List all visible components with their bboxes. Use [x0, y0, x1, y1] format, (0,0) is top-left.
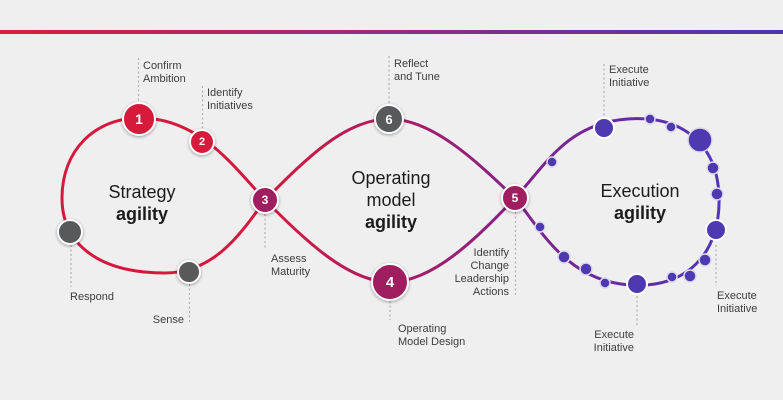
label-sense: Sense	[152, 314, 184, 326]
label-line: Initiatives	[207, 100, 253, 112]
execution-dot	[706, 161, 720, 175]
execution-dot	[599, 277, 611, 289]
execution-dot	[683, 269, 697, 283]
label-line: Actions	[472, 286, 509, 298]
label-line: Reflect	[394, 58, 429, 70]
node-5: 5	[501, 184, 529, 212]
label-assess-maturity: Assess Maturity	[271, 253, 310, 279]
label-line: Model Design	[398, 336, 466, 348]
label-line: Ambition	[143, 73, 186, 85]
execution-dot	[593, 117, 615, 139]
execution-agility-title: Execution agility	[600, 180, 679, 224]
label-respond: Respond	[70, 291, 115, 303]
label-execute-initiative-top: Execute Initiative	[609, 64, 649, 90]
execution-dot	[698, 253, 712, 267]
label-identify-change-leadership-actions: Identify Change Leadership Actions	[409, 247, 509, 299]
execution-dot	[687, 127, 713, 153]
label-reflect-and-tune: Reflect and Tune	[394, 58, 440, 84]
title-line: agility	[115, 204, 169, 224]
execution-dot	[534, 221, 546, 233]
execution-dot	[666, 271, 678, 283]
node-6: 6	[374, 104, 404, 134]
label-line: Change	[470, 260, 509, 272]
label-line: Identify	[473, 247, 509, 259]
node-1: 1	[122, 102, 156, 136]
label-line: Leadership	[454, 273, 509, 285]
label-line: Initiative	[717, 303, 758, 315]
label-line: Assess	[271, 253, 307, 265]
label-line: Execute	[609, 64, 649, 76]
title-line: agility	[364, 212, 417, 232]
label-line: Identify	[207, 87, 243, 99]
label-confirm-ambition: Confirm Ambition	[143, 60, 186, 86]
title-line: agility	[613, 203, 666, 223]
label-line: Confirm	[143, 60, 182, 72]
strategy-agility-title: Strategy agility	[108, 181, 175, 225]
sense-node	[177, 260, 201, 284]
label-execute-initiative-right: Execute Initiative	[717, 290, 757, 316]
execution-dot	[579, 262, 593, 276]
execution-dot	[665, 121, 677, 133]
execution-dot	[644, 113, 656, 125]
label-line: Initiative	[609, 77, 650, 89]
label-line: Operating	[398, 323, 447, 335]
node-4: 4	[371, 263, 409, 301]
label-line: Execute	[717, 290, 757, 302]
title-line: Execution	[600, 181, 680, 201]
title-line: model	[366, 190, 416, 210]
respond-node	[57, 219, 83, 245]
label-identify-initiatives: Identify Initiatives	[207, 87, 253, 113]
label-line: Execute	[594, 329, 634, 341]
gradient-divider	[0, 30, 783, 34]
title-line: Operating	[351, 168, 431, 188]
label-line: and Tune	[394, 71, 440, 83]
label-line: Maturity	[271, 266, 311, 278]
title-line: Strategy	[108, 182, 176, 202]
execution-dot	[546, 156, 558, 168]
operating-model-agility-title: Operating model agility	[351, 167, 430, 233]
execution-dot	[557, 250, 571, 264]
execution-dot	[626, 273, 648, 295]
label-execute-initiative-bottom: Execute Initiative	[574, 329, 634, 355]
execution-dot	[705, 219, 727, 241]
label-operating-model-design: Operating Model Design	[398, 323, 465, 349]
execution-dot	[710, 187, 724, 201]
node-2: 2	[189, 129, 215, 155]
node-3: 3	[251, 186, 279, 214]
label-line: Initiative	[593, 342, 634, 354]
